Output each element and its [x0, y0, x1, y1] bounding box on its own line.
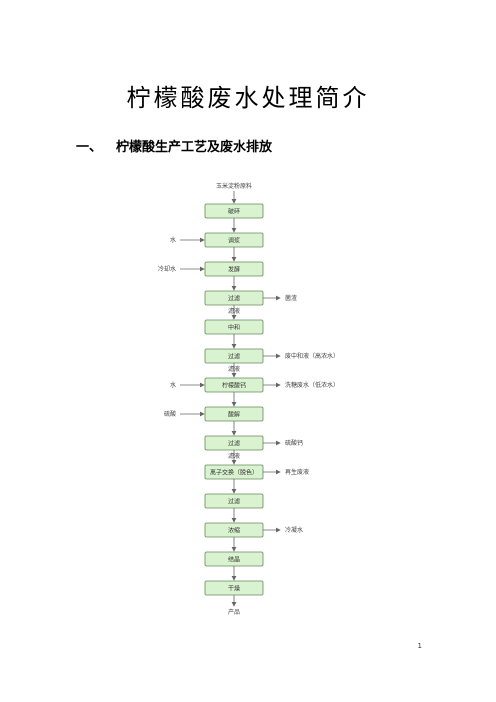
- flow-output-label: 再生废液: [285, 468, 309, 476]
- flow-step-label: 过滤: [228, 353, 240, 361]
- flow-step-label: 结晶: [228, 556, 240, 564]
- flow-step-label: 酸解: [228, 411, 240, 419]
- flow-step-label: 过滤: [228, 295, 240, 303]
- flow-step-label: 柠檬酸钙: [222, 382, 246, 390]
- flow-top-label: 玉米淀粉原料: [216, 182, 252, 190]
- flow-between-label: 滤液: [228, 307, 240, 315]
- flow-output-label: 冷凝水: [285, 526, 303, 534]
- flow-between-label: 滤液: [228, 365, 240, 373]
- flow-step-label: 浓缩: [228, 527, 240, 535]
- flow-output-label: 废中和液（高浓水）: [285, 352, 339, 360]
- flow-input-label: 硫酸: [164, 410, 176, 418]
- flow-input-label: 冷却水: [158, 265, 176, 273]
- flow-between-label: 滤液: [228, 452, 240, 460]
- flow-step-label: 离子交换（脱色）: [210, 469, 258, 477]
- flow-input-label: 水: [170, 381, 176, 389]
- flow-output-label: 菌渣: [285, 294, 297, 302]
- flow-step-label: 破碎: [228, 208, 240, 216]
- flow-step-label: 干燥: [228, 585, 240, 593]
- flow-output-label: 硫酸钙: [285, 439, 303, 447]
- flow-step-label: 发酵: [228, 266, 240, 274]
- section-heading: 一、柠檬酸生产工艺及废水排放: [76, 136, 272, 155]
- section-number: 一、: [76, 140, 103, 155]
- flow-step-label: 调浆: [228, 237, 240, 245]
- flow-input-label: 水: [170, 236, 176, 244]
- document-title: 柠檬酸废水处理简介: [126, 84, 370, 112]
- page-number: 1: [417, 642, 422, 650]
- flow-bottom-label: 产品: [228, 608, 240, 616]
- flow-step-label: 中和: [228, 324, 240, 332]
- flow-step-label: 过滤: [228, 498, 240, 506]
- flow-output-label: 洗糖废水（低浓水）: [285, 381, 339, 389]
- flow-step-label: 过滤: [228, 440, 240, 448]
- section-heading-text: 柠檬酸生产工艺及废水排放: [116, 140, 273, 155]
